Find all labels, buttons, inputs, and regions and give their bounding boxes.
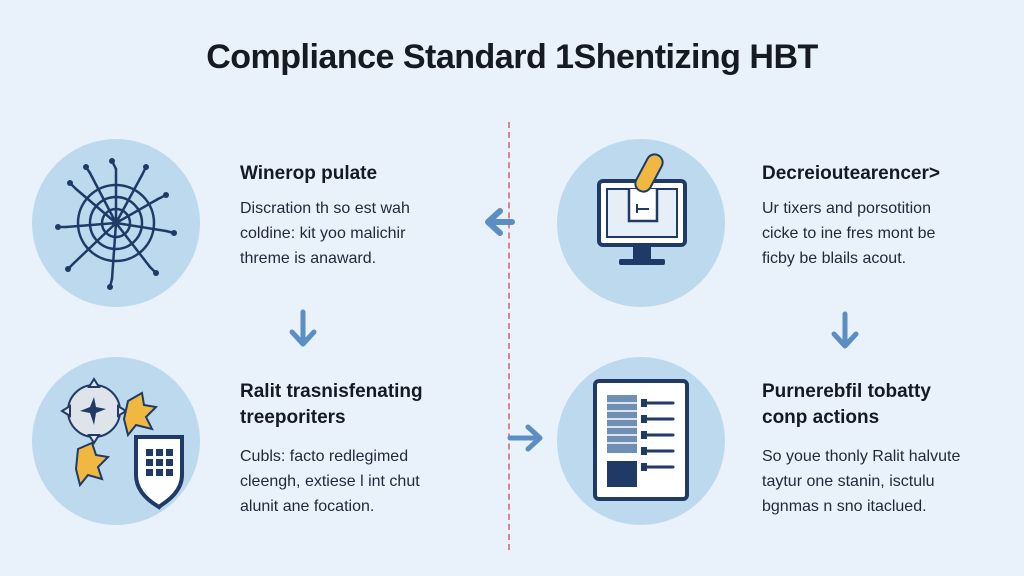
panel-1-icon-circle: [32, 139, 200, 307]
panel-1-description: Discration th so est wah coldine: kit yo…: [240, 200, 410, 267]
panel-3-icon-circle: [32, 357, 200, 525]
panel-1-heading: Winerop pulate: [240, 163, 378, 184]
gears-shield-icon: [60, 377, 184, 510]
arrow-down-icon: [289, 309, 317, 347]
panel-4-icon-circle: [557, 357, 725, 525]
arrow-left-icon: [485, 208, 515, 236]
panel-4-heading: Purnerebfil tobatty conp actions: [762, 381, 931, 428]
panel-3-description: Cubls: facto redlegimed cleengh, extiese…: [240, 448, 420, 515]
panel-2-description: Ur tixers and porsotition cicke to ine f…: [762, 200, 936, 267]
network-web-icon: [55, 158, 177, 290]
computer-monitor-icon: [597, 153, 687, 265]
document-checklist-icon: [593, 379, 689, 501]
center-divider: [508, 122, 510, 550]
arrow-down-icon: [831, 311, 859, 349]
panel-2-heading: Decreioutearencer>: [762, 163, 940, 184]
panel-3-heading: Ralit trasnisfenating treeporiters: [240, 381, 423, 428]
panel-4-description: So youe thonly Ralit halvute taytur one …: [762, 448, 961, 515]
panel-2-icon-circle: [557, 139, 725, 307]
page-title: Compliance Standard 1Shentizing HBT: [206, 38, 818, 76]
arrow-right-icon: [507, 424, 543, 452]
